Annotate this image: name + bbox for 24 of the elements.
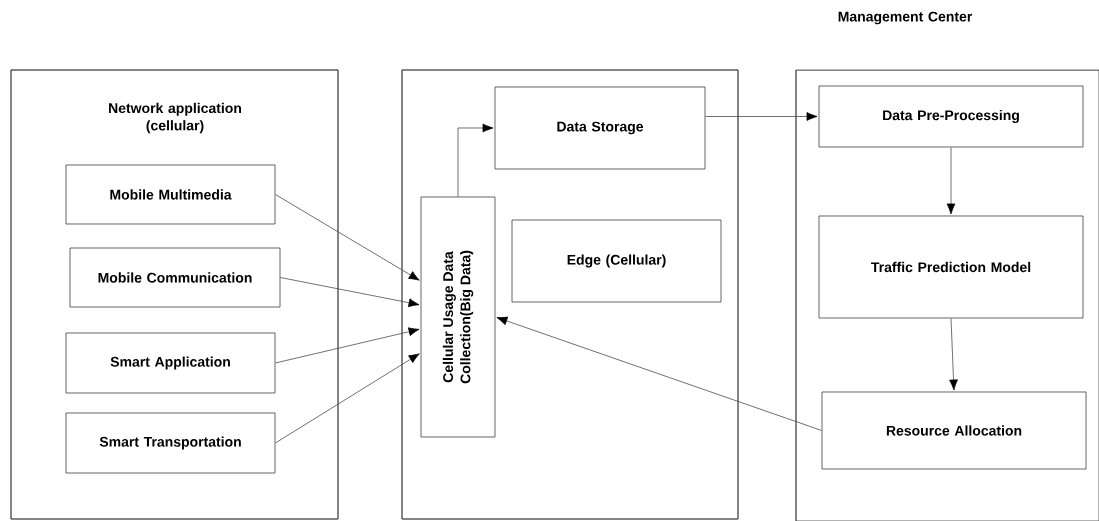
arrow bbox=[949, 318, 958, 391]
process-box: Traffic Prediction Model bbox=[818, 215, 1084, 319]
process-box: Smart Transportation bbox=[65, 412, 276, 474]
process-box: Mobile Multimedia bbox=[65, 164, 276, 225]
process-box: Data Pre-Processing bbox=[818, 85, 1084, 148]
arrow bbox=[705, 112, 818, 121]
arrow bbox=[275, 353, 420, 444]
arrow bbox=[275, 327, 420, 364]
process-box: Cellular Usage Data Collection(Big Data) bbox=[420, 196, 496, 438]
arrow bbox=[496, 316, 822, 431]
process-box: Edge (Cellular) bbox=[511, 219, 722, 303]
process-box: Mobile Communication bbox=[69, 247, 281, 308]
process-box: Smart Application bbox=[65, 332, 276, 394]
arrow bbox=[946, 147, 956, 215]
panel-heading: Network application (cellular) bbox=[109, 102, 241, 134]
arrow bbox=[275, 194, 420, 281]
panel bbox=[10, 69, 339, 520]
panel bbox=[401, 69, 739, 520]
arrow bbox=[280, 277, 420, 308]
panel-heading: Management Center bbox=[838, 11, 973, 25]
arrow bbox=[457, 123, 494, 197]
process-box: Data Storage bbox=[494, 86, 706, 170]
panel bbox=[795, 11, 1099, 521]
process-box: Resource Allocation bbox=[821, 391, 1087, 470]
